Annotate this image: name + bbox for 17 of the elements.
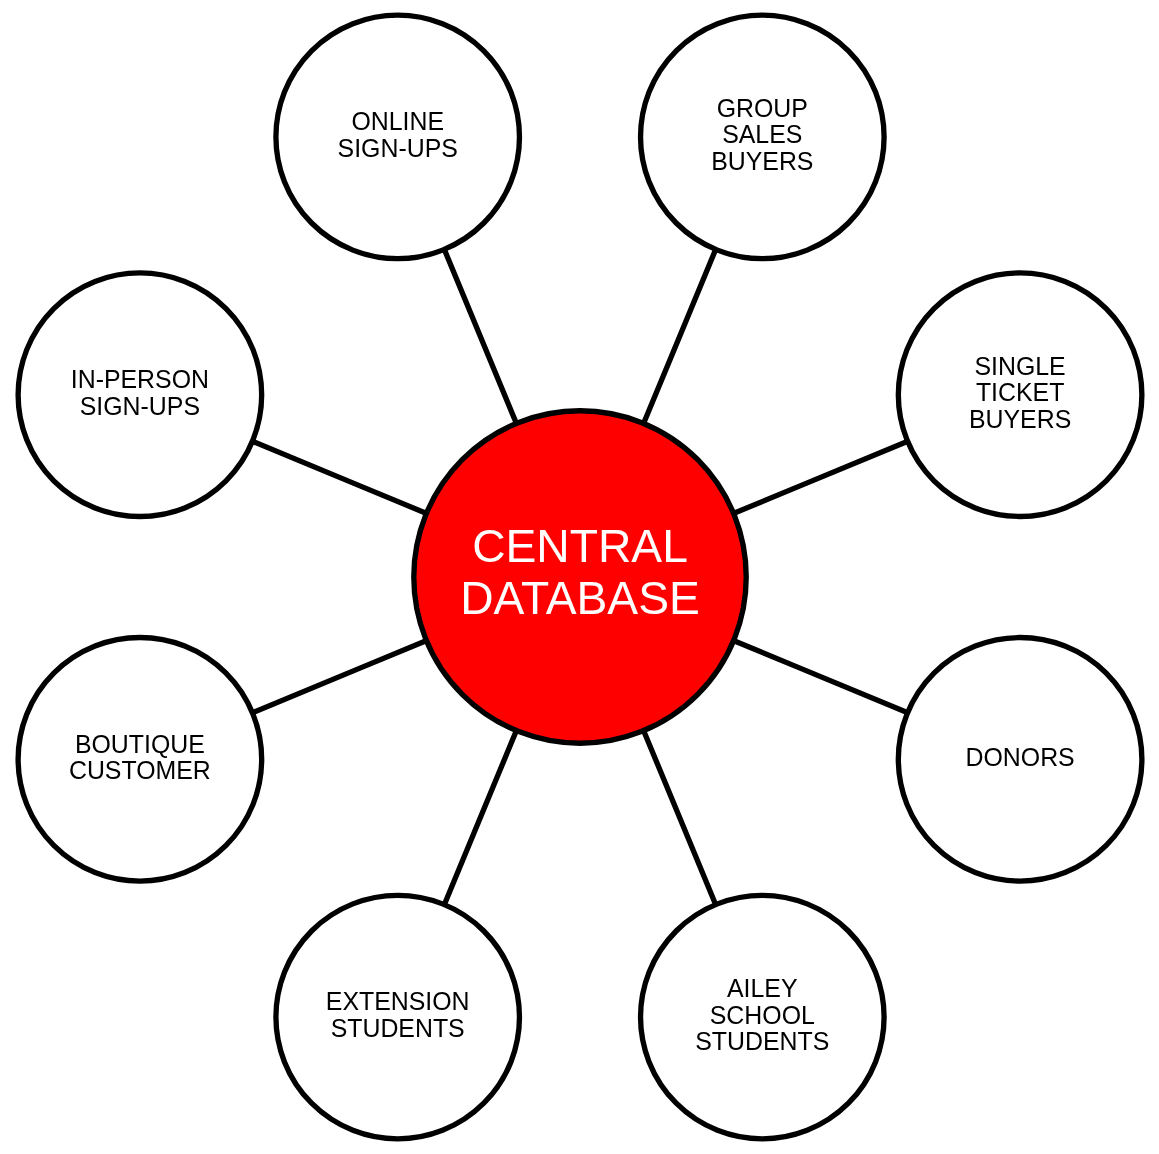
connector bbox=[441, 248, 519, 425]
node-circle: IN-PERSON SIGN-UPS bbox=[14, 270, 264, 520]
connector bbox=[251, 439, 427, 516]
node-circle: GROUP SALES BUYERS bbox=[637, 12, 887, 262]
connector bbox=[251, 638, 427, 715]
node-circle: CENTRAL DATABASE bbox=[410, 408, 749, 746]
node-circle: SINGLE TICKET BUYERS bbox=[895, 270, 1145, 520]
connector bbox=[640, 729, 718, 906]
node-circle: AILEY SCHOOL STUDENTS bbox=[637, 892, 887, 1142]
node-circle: DONORS bbox=[895, 634, 1145, 884]
connector bbox=[640, 248, 718, 425]
node-circle: ONLINE SIGN-UPS bbox=[272, 12, 522, 262]
connector bbox=[732, 638, 908, 715]
connector bbox=[732, 439, 908, 516]
node-circle: EXTENSION STUDENTS bbox=[272, 892, 522, 1142]
connector bbox=[441, 729, 519, 906]
node-circle: BOUTIQUE CUSTOMER bbox=[14, 634, 264, 884]
